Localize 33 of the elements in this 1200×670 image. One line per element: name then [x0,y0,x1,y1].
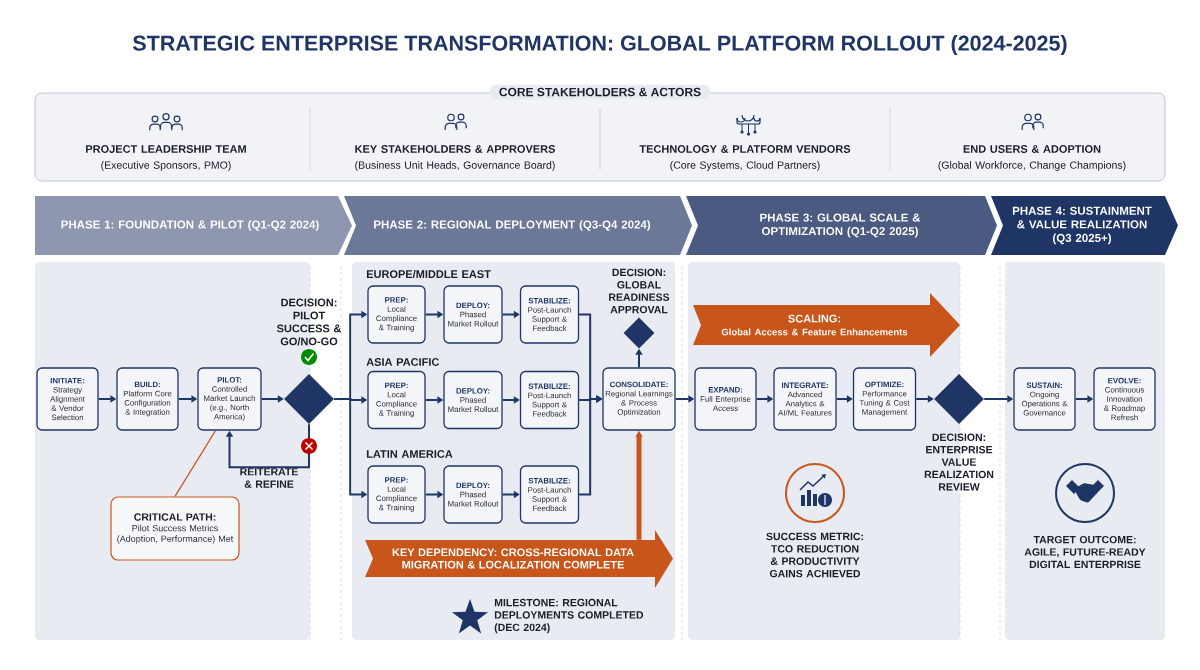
note-text: SUCCESS METRIC: TCO REDUCTION & PRODUCTIVITY GAINS ACHIEVED [766,532,863,578]
callout-box: CRITICAL PATH: Pilot Success Metrics (Adoption, Performance) Met [110,496,240,561]
phase-banner: PHASE 3: GLOBAL SCALE & OPTIMIZATION (Q1-Q2 2025) [686,196,997,255]
title: STRATEGIC ENTERPRISE TRANSFORMATION: GLOBAL PLATFORM ROLLOUT (2024-2025) [132,35,1067,56]
actor-title: KEY STAKEHOLDERS & APPROVERS [355,145,555,153]
arrow [501,396,520,404]
actor-description: (Executive Sponsors, PMO) [101,161,231,171]
phase-banner: PHASE 4: SUSTAINMENT & VALUE REALIZATION (Q3 2025+) [991,196,1178,255]
decision-label: DECISION: GLOBAL READINESS APPROVAL [609,268,670,314]
actor-title: TECHNOLOGY & PLATFORM VENDORS [639,145,851,153]
region-heading: ASIA PACIFIC [366,358,440,366]
actor-description: (Core Systems, Cloud Partners) [670,161,820,171]
region-heading: LATIN AMERICA [366,450,453,458]
phase-banner: PHASE 2: REGIONAL DEPLOYMENT (Q3-Q4 2024) [344,196,692,255]
phase-banner: PHASE 1: FOUNDATION & PILOT (Q1-Q2 2024) [35,196,352,255]
decision-diamond [623,317,655,349]
arrow [260,395,284,403]
arrow [915,395,934,403]
region-heading: EUROPE/MIDDLE EAST [366,269,491,279]
leader-line [174,430,217,497]
decision-diamond [934,374,984,424]
edge-label: REITERATE & REFINE [240,468,298,488]
decision-label: DECISION: PILOT SUCCESS & GO/NO-GO [276,298,342,346]
actor-title: END USERS & ADOPTION [963,145,1101,153]
actor-description: (Global Workforce, Change Champions) [938,161,1126,171]
note-text: TARGET OUTCOME: AGILE, FUTURE-READY DIGITAL ENTERPRISE [1024,535,1146,569]
actor-title: PROJECT LEADERSHIP TEAM [86,145,246,153]
actor-description: (Business Unit Heads, Governance Board) [355,161,555,171]
arrow [225,423,310,469]
decision-diamond [284,374,334,424]
decision-label: DECISION: ENTERPRISE VALUE REALIZATION REVIEW [924,433,994,491]
arrow [835,395,853,403]
note-text: MILESTONE: REGIONAL DEPLOYMENTS COMPLETED (DEC 2024) [494,598,644,634]
